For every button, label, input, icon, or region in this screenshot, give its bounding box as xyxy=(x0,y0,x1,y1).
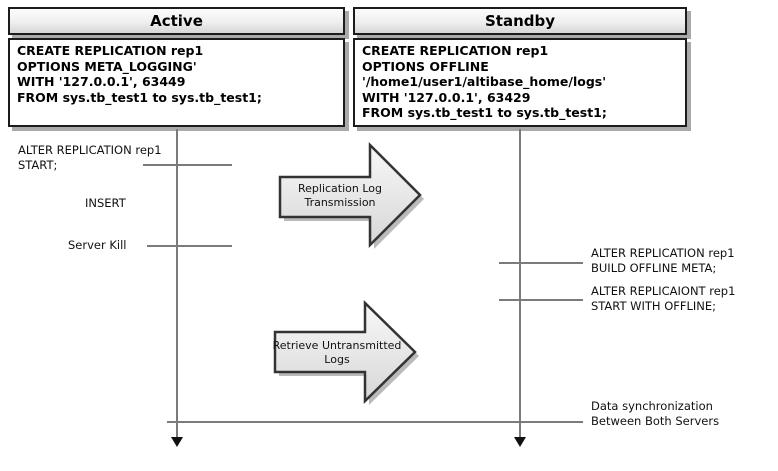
tick-active-start xyxy=(143,164,232,166)
replication-log-transmission-arrow-icon xyxy=(278,141,424,249)
tick-build-offline-meta xyxy=(499,262,583,264)
label-data-sync: Data synchronization Between Both Server… xyxy=(591,399,720,428)
label-active-start: ALTER REPLICATION rep1 START; xyxy=(18,143,162,172)
label-server-kill: Server Kill xyxy=(68,238,127,252)
active-server-title: Active xyxy=(8,7,345,35)
standby-timeline xyxy=(519,129,521,437)
label-build-offline-meta: ALTER REPLICATION rep1 BUILD OFFLINE MET… xyxy=(591,246,735,275)
tick-server-kill xyxy=(147,245,232,247)
active-timeline xyxy=(176,129,178,437)
active-timeline-arrowhead-icon xyxy=(171,437,183,447)
active-sql-statement: CREATE REPLICATION rep1 OPTIONS META_LOG… xyxy=(8,38,345,127)
retrieve-untransmitted-logs-arrow-icon xyxy=(273,300,419,405)
retrieve-untransmitted-logs-label: Retrieve Untransmitted Logs xyxy=(272,339,402,366)
standby-timeline-arrowhead-icon xyxy=(514,437,526,447)
standby-sql-statement: CREATE REPLICATION rep1 OPTIONS OFFLINE … xyxy=(353,38,687,127)
data-sync-line xyxy=(167,421,583,423)
label-insert: INSERT xyxy=(85,196,126,210)
replication-log-transmission-label: Replication Log Transmission xyxy=(297,182,382,209)
tick-start-with-offline xyxy=(499,299,583,301)
standby-server-title: Standby xyxy=(353,7,687,35)
label-start-with-offline: ALTER REPLICAIONT rep1 START WITH OFFLIN… xyxy=(591,284,736,313)
